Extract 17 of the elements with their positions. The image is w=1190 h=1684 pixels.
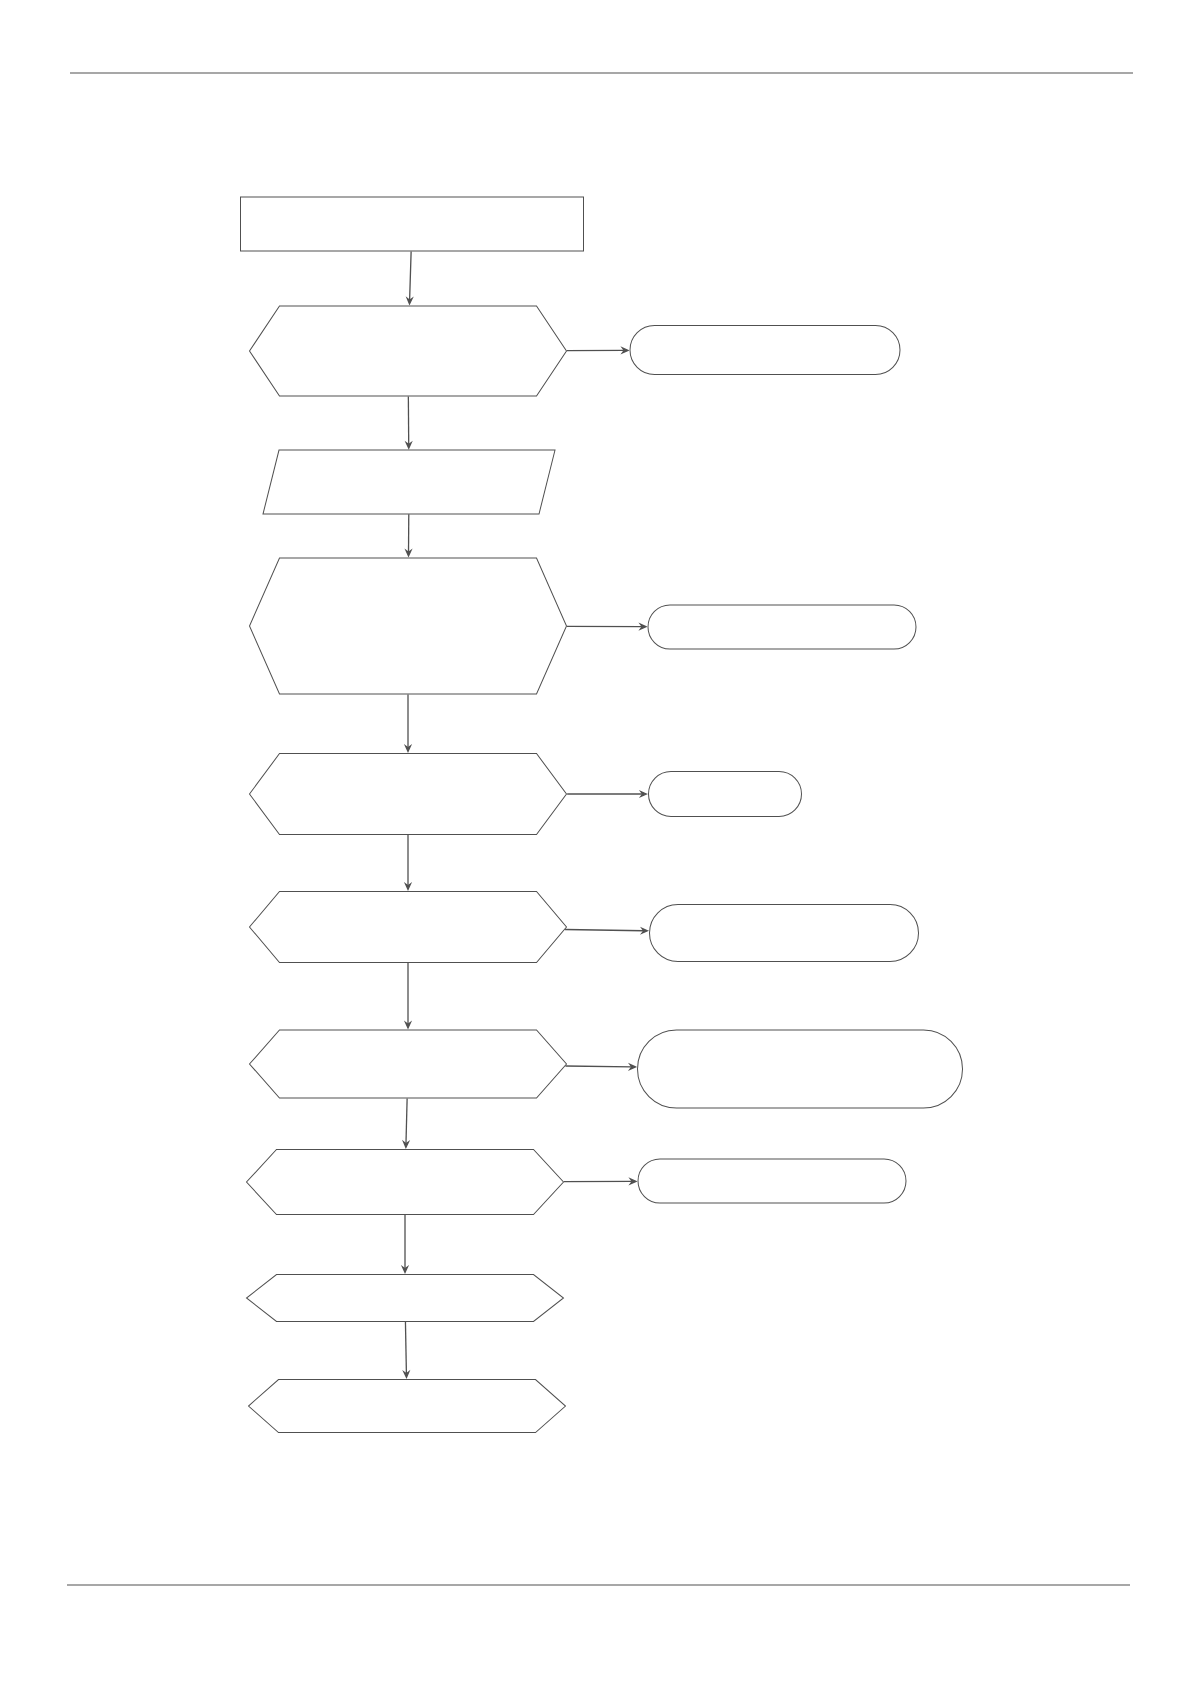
terminal-capsule [649,904,919,962]
decision-hexagon [249,753,567,835]
terminal-capsule [648,771,802,817]
terminal-capsule [647,604,917,650]
decision-hexagon [249,557,567,695]
process-box [240,196,584,252]
terminal-capsule [629,325,901,375]
decision-hexagon [249,305,567,397]
decision-hexagon [248,1379,566,1433]
decision-hexagon [246,1149,564,1215]
decision-hexagon [249,891,567,963]
decision-hexagon [246,1274,564,1322]
terminal-capsule [637,1158,907,1204]
decision-hexagon [249,1029,567,1099]
arrow [402,1097,411,1149]
terminal-capsule [637,1029,963,1109]
input-parallelogram [262,449,556,515]
